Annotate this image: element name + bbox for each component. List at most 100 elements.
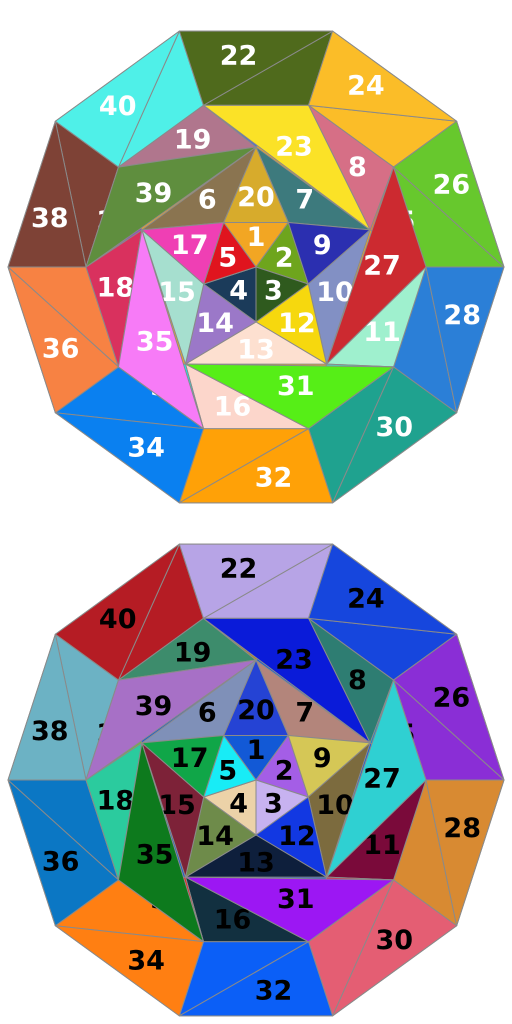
tile-label: 39 (135, 691, 173, 722)
tile-label: 4 (229, 276, 248, 307)
tile-label: 5 (218, 242, 237, 273)
tile-32[interactable] (178, 941, 334, 1017)
tile-27[interactable] (326, 166, 427, 365)
tile-label: 36 (42, 846, 80, 877)
tile-label: 22 (220, 553, 258, 584)
tile-26[interactable] (393, 120, 505, 268)
tile-30[interactable] (332, 366, 458, 504)
decagon-puzzle-top: 1234567891011121314151617181920212223242… (7, 30, 505, 504)
tile-label: 4 (229, 789, 248, 820)
tile-39[interactable] (85, 659, 257, 781)
tile-17[interactable] (141, 735, 225, 798)
tile-label: 40 (99, 91, 137, 122)
tile-31[interactable] (184, 363, 395, 430)
tile-36[interactable] (7, 779, 119, 927)
tile-label: 9 (313, 230, 332, 261)
tile-label: 20 (237, 695, 275, 726)
tile-label: 17 (171, 230, 209, 261)
tile-30[interactable] (332, 879, 458, 1017)
tile-label: 26 (433, 170, 471, 201)
tile-label: 8 (348, 152, 367, 183)
tile-34[interactable] (54, 925, 204, 1017)
tile-label: 27 (363, 764, 401, 795)
tile-32[interactable] (178, 428, 334, 504)
tile-label: 9 (313, 743, 332, 774)
decagon-puzzle-bottom: 1234567891011121314151617181920212223242… (7, 543, 505, 1017)
tile-label: 19 (174, 124, 212, 155)
tile-label: 28 (443, 813, 481, 844)
tile-label: 1 (247, 222, 266, 253)
tile-26[interactable] (393, 633, 505, 781)
tile-label: 16 (214, 392, 252, 423)
tile-label: 14 (196, 308, 234, 339)
tile-40[interactable] (54, 543, 180, 681)
tile-39[interactable] (85, 146, 257, 268)
tile-label: 17 (171, 743, 209, 774)
tile-34[interactable] (54, 412, 204, 504)
tile-label: 34 (127, 946, 165, 977)
tile-label: 18 (97, 272, 135, 303)
tile-22[interactable] (178, 543, 334, 619)
tile-label: 2 (275, 242, 294, 273)
tile-28[interactable] (425, 266, 505, 414)
tile-28[interactable] (425, 779, 505, 927)
tile-label: 28 (443, 300, 481, 331)
tile-label: 38 (31, 716, 69, 747)
tile-label: 40 (99, 604, 137, 635)
tile-22[interactable] (178, 30, 334, 106)
tile-label: 7 (295, 697, 314, 728)
tile-40[interactable] (54, 30, 180, 168)
tile-label: 38 (31, 203, 69, 234)
tile-label: 24 (347, 70, 385, 101)
tile-label: 7 (295, 184, 314, 215)
tile-label: 23 (275, 131, 313, 162)
tile-35[interactable] (117, 742, 204, 943)
tile-label: 14 (196, 821, 234, 852)
tile-label: 30 (376, 412, 414, 443)
tile-23[interactable] (202, 104, 371, 231)
tile-label: 36 (42, 333, 80, 364)
tile-label: 12 (278, 308, 316, 339)
tile-31[interactable] (184, 876, 395, 943)
tile-27[interactable] (326, 679, 427, 878)
tile-label: 27 (363, 251, 401, 282)
tile-label: 22 (220, 40, 258, 71)
tile-label: 13 (237, 848, 275, 879)
tile-label: 8 (348, 665, 367, 696)
tile-label: 3 (264, 789, 283, 820)
tile-label: 5 (218, 755, 237, 786)
tile-24[interactable] (308, 30, 458, 122)
tile-label: 18 (97, 785, 135, 816)
tile-label: 2 (275, 755, 294, 786)
tile-label: 1 (247, 735, 266, 766)
tile-label: 26 (433, 683, 471, 714)
tile-label: 19 (174, 637, 212, 668)
tile-label: 34 (127, 433, 165, 464)
tile-label: 23 (275, 644, 313, 675)
tile-38[interactable] (7, 120, 87, 268)
tile-label: 20 (237, 182, 275, 213)
tile-label: 31 (277, 884, 315, 915)
tile-36[interactable] (7, 266, 119, 414)
tile-label: 30 (376, 925, 414, 956)
tile-24[interactable] (308, 543, 458, 635)
tile-label: 39 (135, 178, 173, 209)
tile-label: 16 (214, 905, 252, 936)
tile-17[interactable] (141, 222, 225, 285)
tile-label: 24 (347, 583, 385, 614)
tile-label: 32 (255, 463, 293, 494)
tile-label: 12 (278, 821, 316, 852)
tile-label: 3 (264, 276, 283, 307)
tile-label: 6 (198, 697, 217, 728)
tile-38[interactable] (7, 633, 87, 781)
tile-label: 31 (277, 371, 315, 402)
tile-35[interactable] (117, 229, 204, 430)
tile-label: 35 (136, 839, 174, 870)
tile-23[interactable] (202, 617, 371, 744)
tile-20[interactable] (223, 659, 289, 737)
tile-20[interactable] (223, 146, 289, 224)
tile-label: 35 (136, 326, 174, 357)
tile-label: 6 (198, 184, 217, 215)
tile-label: 13 (237, 335, 275, 366)
